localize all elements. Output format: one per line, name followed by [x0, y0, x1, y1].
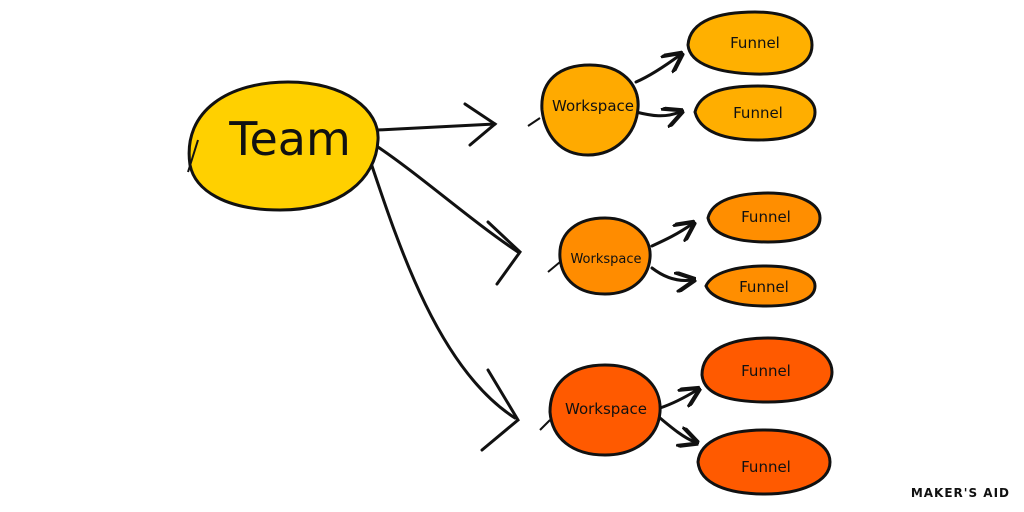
workspace-3-funnel-2-label: Funnel: [741, 458, 791, 476]
workspace-3-funnel-1-shape: [700, 336, 834, 404]
workspace-2-shape: [558, 216, 652, 296]
makers-aid-watermark: MAKER'S AID: [910, 486, 1010, 500]
workspace-group-1: Workspace Funnel Funnel: [527, 10, 817, 157]
team-to-workspace-1-arrowhead: [463, 102, 498, 147]
workspace-1-funnel-2-label: Funnel: [733, 104, 783, 122]
team-node-shape: [187, 80, 380, 212]
workspace-1-funnel-1-shape: [686, 10, 814, 76]
workspace-2-label: Workspace: [570, 252, 641, 267]
ws3-to-funnel-2: [658, 416, 695, 442]
ws3-to-funnel-1: [658, 390, 697, 410]
workspace-2-funnel-1-shape: [706, 191, 822, 244]
workspace-1-tail: [527, 117, 541, 127]
ws1-to-funnel-1: [634, 55, 680, 84]
team-to-workspace-2-arrowhead: [486, 220, 522, 286]
workspace-1-shape: [540, 63, 640, 157]
workspace-2-tail: [547, 261, 561, 273]
workspace-3-funnel-2-shape: [696, 428, 832, 496]
workspace-1-label: Workspace: [552, 97, 634, 115]
workspace-3-tail: [539, 419, 551, 431]
ws2-to-funnel-2: [650, 266, 692, 281]
workspace-3-shape: [548, 363, 662, 457]
team-node-tail: [187, 139, 199, 173]
team-node: Team: [187, 80, 380, 212]
team-connectors: [368, 102, 522, 452]
team-to-workspace-3-line: [368, 158, 517, 420]
ws2-to-funnel-1: [650, 224, 692, 248]
team-to-workspace-2-line: [373, 143, 520, 254]
workspace-3-label: Workspace: [565, 400, 647, 418]
workspace-1-funnel-2-shape: [693, 84, 817, 142]
team-label: Team: [228, 112, 351, 166]
workspace-connectors: [634, 55, 697, 442]
ws1-to-funnel-2: [634, 112, 680, 116]
team-to-workspace-1-line: [376, 122, 497, 132]
workspace-2-funnel-1-label: Funnel: [741, 208, 791, 226]
team-to-workspace-3-arrowhead: [480, 368, 520, 452]
workspace-group-2: Workspace Funnel Funnel: [547, 191, 822, 308]
workspace-group-3: Workspace Funnel Funnel: [539, 336, 834, 496]
workspace-2-funnel-2-shape: [704, 264, 817, 308]
workspace-3-funnel-1-label: Funnel: [741, 362, 791, 380]
workspace-2-funnel-2-label: Funnel: [739, 278, 789, 296]
workspace-1-funnel-1-label: Funnel: [730, 34, 780, 52]
